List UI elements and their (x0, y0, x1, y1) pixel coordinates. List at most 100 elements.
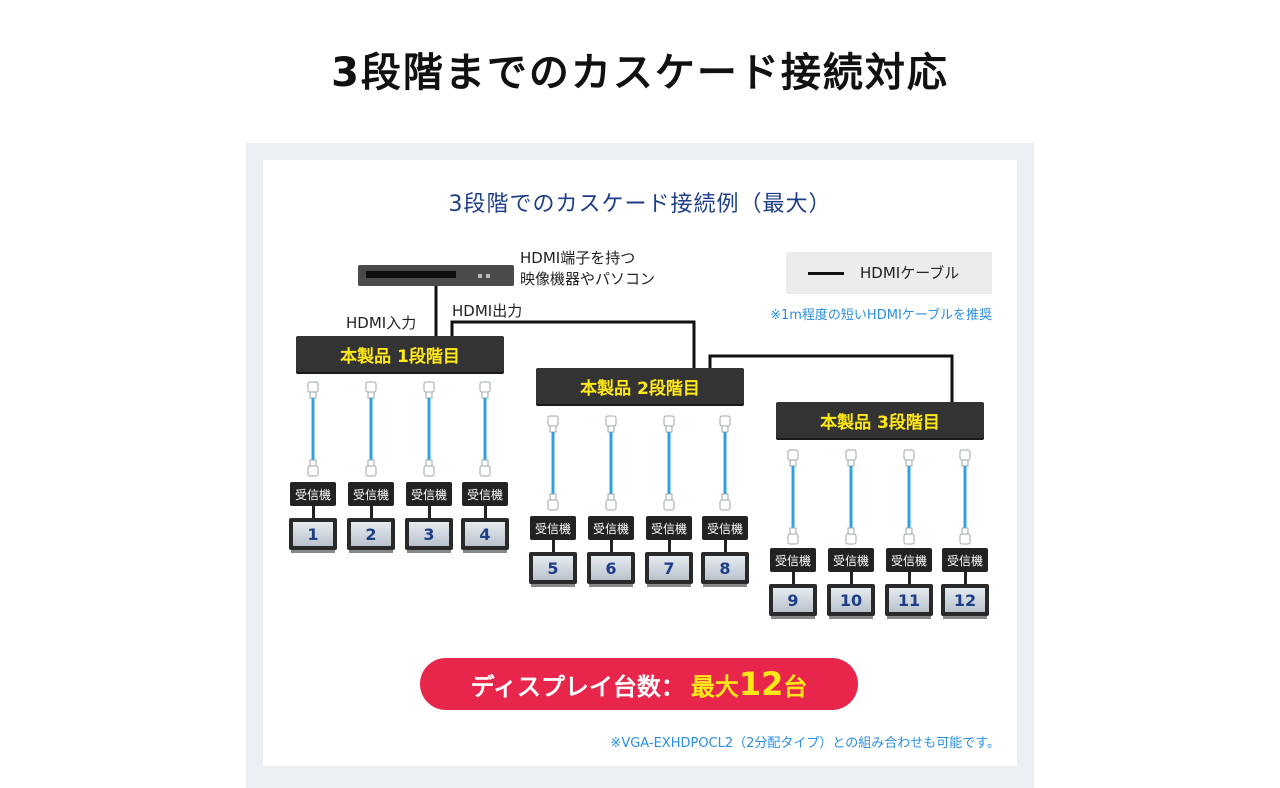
receiver-stem (964, 572, 967, 584)
monitor-base (647, 584, 691, 587)
source-device-slot (366, 271, 456, 278)
monitor-base (943, 616, 987, 619)
monitor-11: 11 (885, 584, 933, 619)
monitor-base (407, 550, 451, 553)
receiver-3: 受信機 (406, 482, 452, 506)
receiver-stem (312, 506, 315, 518)
hdmi-cable-output-7 (663, 415, 675, 511)
device-stage-2-label: 本製品 2段階目 (580, 378, 700, 399)
monitor-9: 9 (769, 584, 817, 619)
receiver-stem (428, 506, 431, 518)
hdmi-output-label: HDMI出力 (452, 302, 523, 320)
monitor-6: 6 (587, 552, 635, 587)
receiver-stem (668, 540, 671, 552)
legend-label: HDMIケーブル (860, 264, 960, 282)
monitor-7: 7 (645, 552, 693, 587)
footnote: ※VGA-EXHDPOCL2（2分配タイプ）との組み合わせも可能です。 (610, 736, 1000, 751)
monitor-base (531, 584, 575, 587)
monitor-12: 12 (941, 584, 989, 619)
monitor-number: 12 (945, 588, 985, 612)
monitor-base (349, 550, 393, 553)
monitor-number: 1 (293, 522, 333, 546)
receiver-7: 受信機 (646, 516, 692, 540)
receiver-stem (484, 506, 487, 518)
monitor-1: 1 (289, 518, 337, 553)
device-stage-2: 本製品 2段階目 (536, 368, 744, 404)
display-count-unit: 台 (783, 672, 808, 701)
monitor-base (703, 584, 747, 587)
source-device-port (478, 274, 482, 278)
monitor-number: 4 (465, 522, 505, 546)
monitor-number: 2 (351, 522, 391, 546)
receiver-stem (552, 540, 555, 552)
monitor-10: 10 (827, 584, 875, 619)
receiver-6: 受信機 (588, 516, 634, 540)
receiver-stem (724, 540, 727, 552)
monitor-number: 7 (649, 556, 689, 580)
device-stage-3: 本製品 3段階目 (776, 402, 984, 438)
page-title: 3段階までのカスケード接続対応 (331, 50, 949, 96)
receiver-9: 受信機 (770, 548, 816, 572)
hdmi-cable-output-10 (845, 449, 857, 545)
hdmi-cable-output-6 (605, 415, 617, 511)
receiver-8: 受信機 (702, 516, 748, 540)
display-count-number: 12 (738, 665, 784, 703)
monitor-number: 8 (705, 556, 745, 580)
receiver-stem (610, 540, 613, 552)
device-stage-1-label: 本製品 1段階目 (340, 346, 460, 367)
hdmi-cable-2-to-3 (708, 354, 954, 402)
receiver-4: 受信機 (462, 482, 508, 506)
hdmi-cable-output-4 (479, 381, 491, 477)
receiver-12: 受信機 (942, 548, 988, 572)
display-count-max: 最大 (690, 672, 739, 701)
monitor-base (829, 616, 873, 619)
monitor-number: 11 (889, 588, 929, 612)
hdmi-input-label: HDMI入力 (346, 314, 417, 332)
monitor-base (589, 584, 633, 587)
monitor-base (771, 616, 815, 619)
receiver-stem (850, 572, 853, 584)
hdmi-cable-output-2 (365, 381, 377, 477)
monitor-8: 8 (701, 552, 749, 587)
monitor-5: 5 (529, 552, 577, 587)
monitor-4: 4 (461, 518, 509, 553)
hdmi-cable-output-3 (423, 381, 435, 477)
receiver-1: 受信機 (290, 482, 336, 506)
receiver-10: 受信機 (828, 548, 874, 572)
receiver-11: 受信機 (886, 548, 932, 572)
monitor-2: 2 (347, 518, 395, 553)
hdmi-cable-output-8 (719, 415, 731, 511)
hdmi-cable-output-1 (307, 381, 319, 477)
monitor-base (291, 550, 335, 553)
legend-line-icon (808, 272, 844, 275)
hdmi-cable-output-5 (547, 415, 559, 511)
source-label-line2: 映像機器やパソコン (520, 270, 656, 288)
monitor-base (463, 550, 507, 553)
monitor-base (887, 616, 931, 619)
monitor-3: 3 (405, 518, 453, 553)
receiver-stem (792, 572, 795, 584)
display-count-badge: ディスプレイ台数： 最大 12 台 (420, 658, 858, 710)
legend-note: ※1m程度の短いHDMIケーブルを推奨 (770, 308, 992, 323)
device-stage-3-label: 本製品 3段階目 (820, 412, 940, 433)
hdmi-cable-1-to-2 (450, 320, 696, 368)
monitor-number: 9 (773, 588, 813, 612)
source-device-port (486, 274, 490, 278)
receiver-stem (370, 506, 373, 518)
hdmi-cable-output-9 (787, 449, 799, 545)
hdmi-cable-output-12 (959, 449, 971, 545)
monitor-number: 5 (533, 556, 573, 580)
receiver-5: 受信機 (530, 516, 576, 540)
monitor-number: 6 (591, 556, 631, 580)
monitor-number: 10 (831, 588, 871, 612)
display-count-text: ディスプレイ台数： (470, 672, 685, 701)
source-device (358, 265, 514, 286)
source-label-line1: HDMI端子を持つ (520, 249, 636, 267)
monitor-number: 3 (409, 522, 449, 546)
device-stage-1: 本製品 1段階目 (296, 336, 504, 372)
diagram-subtitle: 3段階でのカスケード接続例（最大） (448, 192, 832, 217)
receiver-2: 受信機 (348, 482, 394, 506)
hdmi-cable-output-11 (903, 449, 915, 545)
source-label: HDMI端子を持つ 映像機器やパソコン (520, 248, 655, 290)
